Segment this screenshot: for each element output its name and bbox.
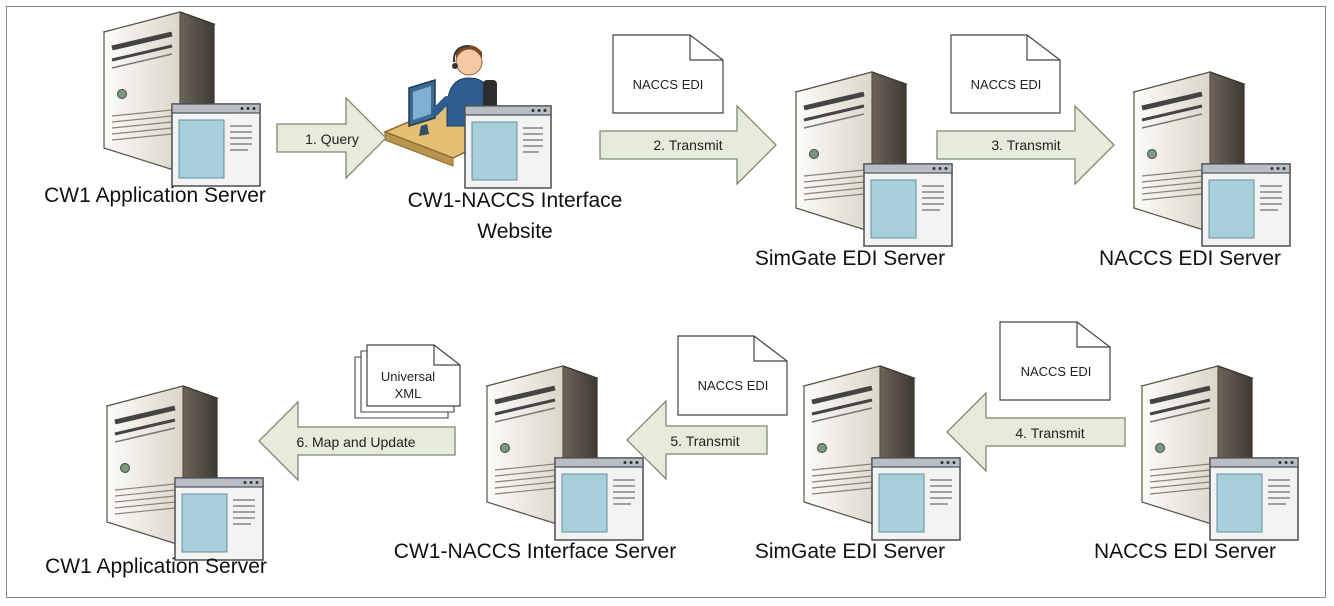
doc-1-label: NACCS EDI — [633, 77, 704, 92]
label-interface-website-line2: Website — [477, 220, 553, 243]
label-cw1-application-server-2: CW1 Application Server — [45, 555, 267, 578]
universal-xml-line1: Universal — [381, 369, 435, 384]
arrow-1-query: 1. Query — [276, 96, 387, 180]
cw1-naccs-interface-server-icon — [487, 366, 643, 540]
naccs-edi-server-2-icon — [1142, 366, 1298, 540]
simgate-edi-server-2-icon — [804, 366, 960, 540]
arrow-6-map-and-update: 6. Map and Update — [258, 400, 456, 482]
naccs-edi-document-4: NACCS EDI — [999, 321, 1111, 401]
arrow-4-label: 4. Transmit — [1015, 425, 1084, 441]
doc-4-label: NACCS EDI — [1021, 364, 1092, 379]
arrow-3-label: 3. Transmit — [991, 137, 1060, 153]
arrow-4-transmit: 4. Transmit — [946, 391, 1126, 473]
operator-workstation-icon — [385, 45, 551, 188]
arrow-6-label: 6. Map and Update — [296, 434, 415, 450]
cw1-application-server-2-icon — [107, 386, 263, 560]
doc-2-label: NACCS EDI — [971, 77, 1042, 92]
naccs-edi-document-3: NACCS EDI — [677, 335, 788, 416]
label-simgate-edi-server: SimGate EDI Server — [754, 247, 946, 270]
naccs-edi-document-2: NACCS EDI — [950, 34, 1061, 114]
simgate-edi-server-icon — [796, 72, 952, 246]
label-naccs-edi-server: NACCS EDI Server — [1098, 247, 1282, 270]
arrow-2-transmit: 2. Transmit — [599, 104, 777, 186]
universal-xml-line2: XML — [395, 386, 422, 401]
label-cw1-naccs-interface-server: CW1-NACCS Interface Server — [393, 540, 677, 563]
label-simgate-edi-server-2: SimGate EDI Server — [754, 540, 946, 563]
label-interface-website-line1: CW1-NACCS Interface — [407, 189, 623, 212]
naccs-edi-document-1: NACCS EDI — [612, 34, 724, 114]
naccs-edi-server-icon — [1134, 72, 1290, 246]
arrow-2-label: 2. Transmit — [653, 137, 722, 153]
arrow-5-label: 5. Transmit — [670, 433, 739, 449]
arrow-3-transmit: 3. Transmit — [936, 104, 1115, 186]
universal-xml-document: Universal XML — [354, 344, 461, 419]
arrow-1-label: 1. Query — [305, 131, 359, 147]
label-cw1-application-server: CW1 Application Server — [44, 184, 266, 207]
doc-3-label: NACCS EDI — [698, 378, 769, 393]
label-naccs-edi-server-2: NACCS EDI Server — [1093, 540, 1277, 563]
arrow-5-transmit: 5. Transmit — [626, 399, 768, 481]
cw1-application-server-icon — [104, 12, 260, 186]
